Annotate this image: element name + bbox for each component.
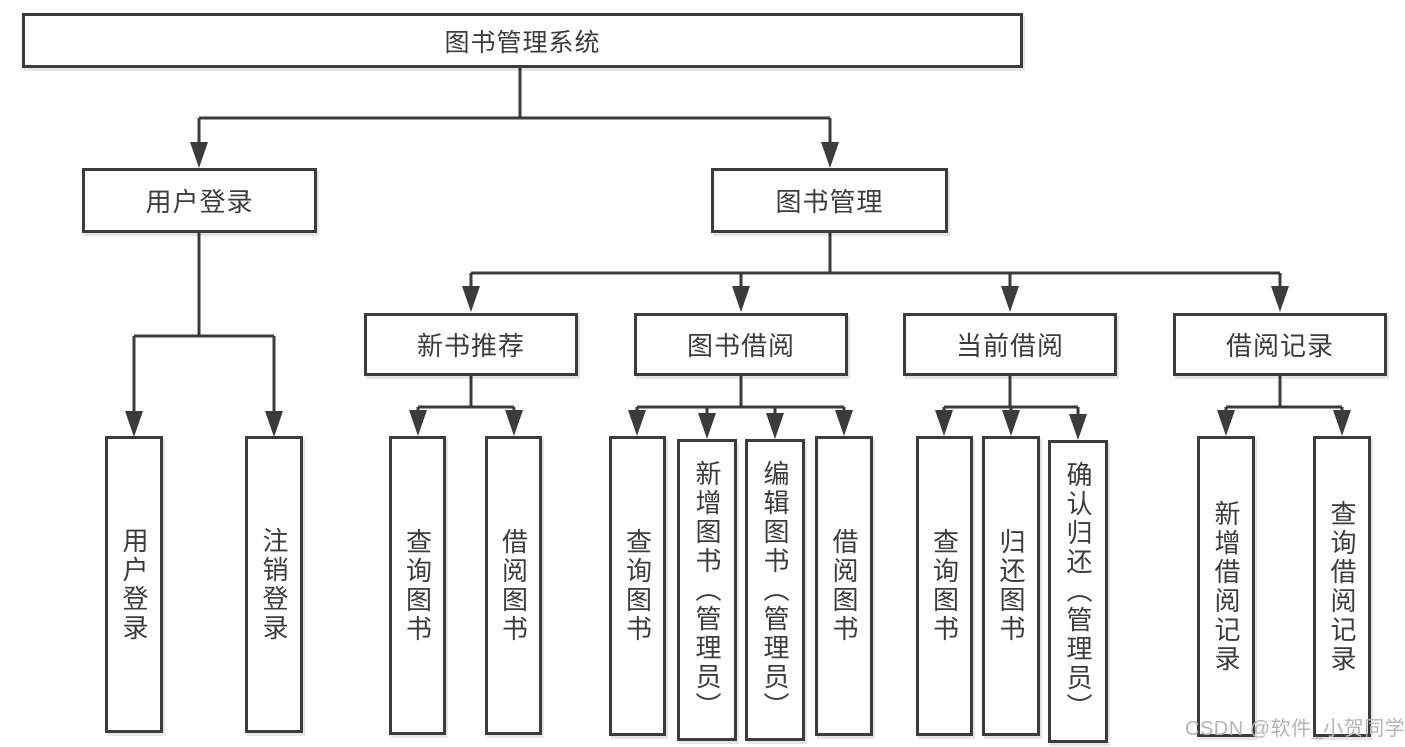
leaf-query-books-recommend: 查询图书 <box>389 436 446 735</box>
leaf-add-book-admin: 新增图书（管理员） <box>677 439 737 741</box>
node-user-login: 用户登录 <box>82 168 317 233</box>
arrowhead <box>190 142 208 168</box>
arrowhead <box>1271 286 1289 312</box>
arrowhead <box>1333 410 1351 436</box>
leaf-query-books-borrowing: 查询图书 <box>609 436 666 736</box>
connectors-book-management <box>462 233 1289 312</box>
arrowhead <box>462 286 480 312</box>
arrowhead <box>1217 410 1235 436</box>
leaf-query-borrow-record: 查询借阅记录 <box>1313 436 1371 737</box>
arrowhead <box>1069 414 1087 440</box>
node-label: 借阅记录 <box>1225 331 1334 361</box>
node-label: 查询图书 <box>622 528 653 644</box>
connectors-borrowing-records <box>1217 376 1351 436</box>
node-label: 查询图书 <box>402 527 433 644</box>
leaf-borrow-books-recommend: 借阅图书 <box>485 436 542 735</box>
arrowhead <box>821 142 839 168</box>
arrowhead <box>265 411 283 437</box>
node-label: 注销登录 <box>259 526 289 643</box>
csdn-watermark: CSDN @软件_小贺同学 <box>1185 718 1405 740</box>
node-label: 当前借阅 <box>955 331 1064 361</box>
node-label: 借阅图书 <box>829 528 859 644</box>
node-book-management: 图书管理 <box>711 168 948 233</box>
node-label: 新增借阅记录 <box>1211 499 1241 674</box>
arrowhead <box>125 411 143 437</box>
node-label: 图书管理系统 <box>444 28 601 57</box>
leaf-confirm-return-admin: 确认归还（管理员） <box>1048 440 1108 743</box>
node-borrowing-records: 借阅记录 <box>1173 313 1387 376</box>
connectors-root <box>190 66 839 168</box>
connectors-new-book-recommend <box>409 376 523 436</box>
node-label: 用户登录 <box>119 526 149 643</box>
node-current-borrowing: 当前借阅 <box>903 313 1117 376</box>
arrowhead <box>1002 410 1020 436</box>
node-label: 查询图书 <box>929 528 960 644</box>
node-label: 新书推荐 <box>416 331 525 361</box>
arrowhead <box>766 413 784 439</box>
node-label: 用户登录 <box>145 187 254 217</box>
node-label: 借阅图书 <box>498 527 529 644</box>
node-label: 新增图书（管理员） <box>692 459 722 721</box>
arrowhead <box>1001 286 1019 312</box>
leaf-logout: 注销登录 <box>245 436 303 733</box>
node-label: 查询借阅记录 <box>1327 499 1357 674</box>
leaf-return-books: 归还图书 <box>982 436 1040 736</box>
arrowhead <box>935 410 953 436</box>
connectors-book-borrowing <box>628 376 853 439</box>
leaf-user-login: 用户登录 <box>105 436 163 733</box>
node-new-book-recommend: 新书推荐 <box>364 313 578 376</box>
node-label: 图书借阅 <box>686 331 795 361</box>
arrowhead <box>628 410 646 436</box>
node-library-management-system: 图书管理系统 <box>22 13 1023 68</box>
arrowhead <box>835 410 853 436</box>
connectors-current-borrowing <box>935 376 1087 440</box>
node-label: 归还图书 <box>996 528 1026 644</box>
node-label: 确认归还（管理员） <box>1063 461 1093 722</box>
connectors-user-login <box>125 233 283 437</box>
arrowhead <box>698 413 716 439</box>
leaf-query-books-current: 查询图书 <box>916 436 973 736</box>
node-label: 编辑图书（管理员） <box>760 459 790 721</box>
arrowhead <box>732 286 750 312</box>
node-label: 图书管理 <box>775 187 884 217</box>
leaf-edit-book-admin: 编辑图书（管理员） <box>745 439 805 741</box>
leaf-add-borrow-record: 新增借阅记录 <box>1197 436 1255 737</box>
leaf-borrow-books: 借阅图书 <box>815 436 873 736</box>
arrowhead <box>409 410 427 436</box>
arrowhead <box>505 410 523 436</box>
node-book-borrowing: 图书借阅 <box>634 313 848 376</box>
